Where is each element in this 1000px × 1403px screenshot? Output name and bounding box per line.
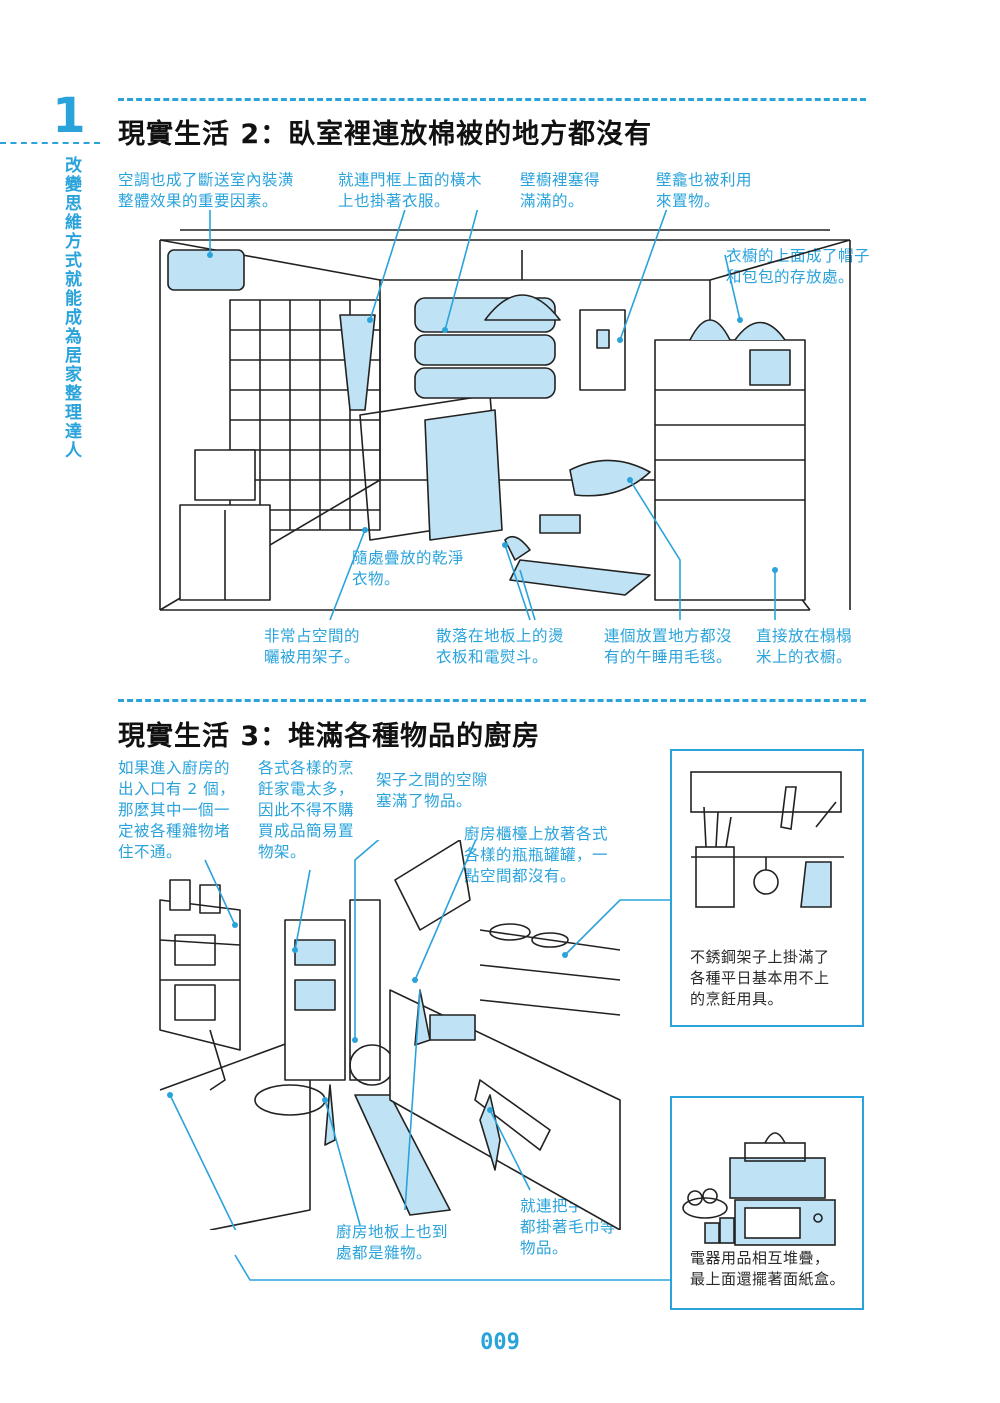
caption-appliances: 各式各樣的烹 飪家電太多， 因此不得不購 買成品簡易置 物架。 [258, 759, 355, 861]
kitchen-illustration [159, 840, 621, 1230]
caption-aircon: 空調也成了斷送室內裝潢 整體效果的重要因素。 [118, 171, 295, 210]
chapter-number: 1 [52, 88, 86, 144]
caption-cabinet-top: 廚房櫃檯上放著各式 各樣的瓶瓶罐罐，一 點空間都沒有。 [464, 825, 609, 885]
section3-top-rule [118, 699, 866, 702]
caption-tatami-wardrobe: 直接放在榻榻 米上的衣櫥。 [756, 627, 853, 666]
caption-closet-full: 壁櫥裡塞得 滿滿的。 [520, 171, 601, 210]
rack-callout-leader [562, 899, 672, 958]
stacked-appliances-illustration [682, 1132, 836, 1246]
section2-top-rule [118, 98, 866, 101]
caption-floor: 廚房地板上也到 處都是雜物。 [336, 1223, 449, 1262]
rack-callout-box: 不銹鋼架子上掛滿了 各種平日基本用不上 的烹飪用具。 [670, 749, 864, 1027]
stack-callout-leader [234, 1254, 672, 1281]
caption-wardrobe-top: 衣櫥的上面成了帽子 和包包的存放處。 [726, 247, 871, 286]
caption-blanket: 連個放置地方都沒 有的午睡用毛毯。 [604, 627, 733, 666]
bedroom-illustration [159, 210, 851, 620]
caption-ironing: 散落在地板上的燙 衣板和電熨斗。 [436, 627, 565, 666]
caption-entrance: 如果進入廚房的 出入口有 2 個， 那麼其中一個一 定被各種雜物堵 住不通。 [118, 759, 236, 861]
chapter-title: 改變思維方式就能成為居家整理達人 [61, 156, 81, 460]
caption-drying-rack: 非常占空間的 曬被用架子。 [264, 627, 361, 666]
hanging-rack-illustration [690, 771, 844, 908]
caption-door-frame: 就連門框上面的橫木 上也掛著衣服。 [338, 171, 483, 210]
section2-title: 現實生活 2：臥室裡連放棉被的地方都沒有 [118, 119, 653, 150]
caption-gap: 架子之間的空隙 塞滿了物品。 [376, 771, 489, 810]
page-number: 009 [480, 1330, 520, 1355]
caption-alcove: 壁龕也被利用 來置物。 [656, 171, 753, 210]
caption-rack: 不銹鋼架子上掛滿了 各種平日基本用不上 的烹飪用具。 [690, 948, 830, 1008]
caption-stack: 電器用品相互堆疊， 最上面還擺著面紙盒。 [690, 1249, 846, 1288]
stack-callout-box: 電器用品相互堆疊， 最上面還擺著面紙盒。 [670, 1096, 864, 1310]
chapter-divider [0, 142, 100, 144]
section3-title: 現實生活 3：堆滿各種物品的廚房 [118, 721, 541, 752]
caption-clean-clothes: 隨處疊放的乾淨 衣物。 [352, 549, 465, 588]
